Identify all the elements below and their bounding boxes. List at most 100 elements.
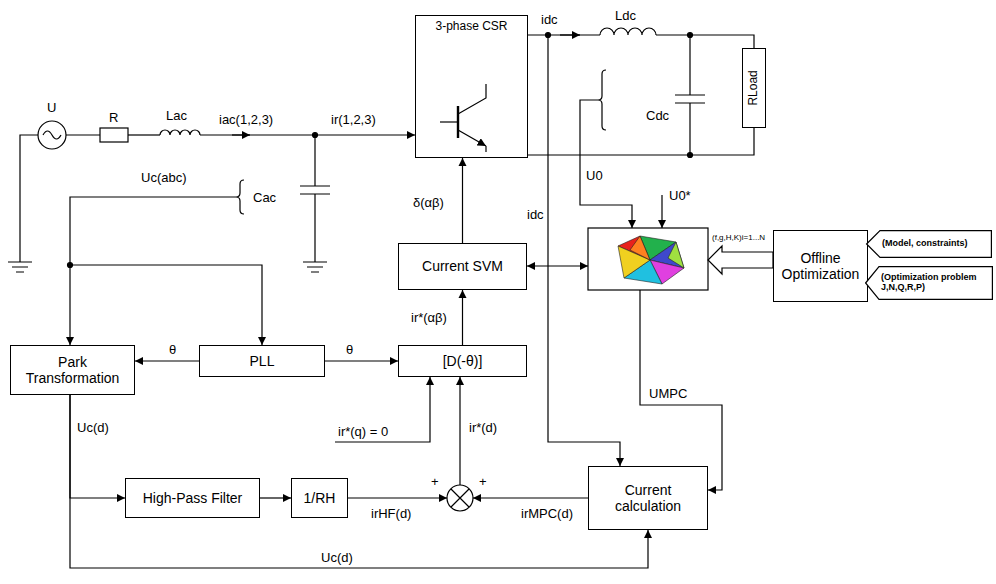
converter-block: 3-phase CSR bbox=[415, 15, 528, 158]
rotation-block: [D(-θ)] bbox=[398, 345, 527, 377]
mpc-polytope-block bbox=[668, 242, 684, 268]
transform-block: Park Transformation bbox=[10, 345, 135, 395]
control-wires bbox=[527, 265, 588, 266]
control-wires bbox=[640, 290, 722, 490]
dc-side bbox=[661, 195, 662, 228]
voltage-sense-wire bbox=[236, 180, 244, 214]
signal-label: idc bbox=[526, 207, 545, 222]
signal-connector bbox=[462, 290, 463, 345]
ac-source bbox=[20, 135, 38, 262]
transistor-symbol bbox=[458, 130, 486, 146]
input-arrow: (Model, constraints) bbox=[866, 230, 992, 258]
control-wires bbox=[451, 489, 469, 507]
control-wires bbox=[447, 485, 473, 511]
ac-line bbox=[232, 134, 250, 135]
signal-connector bbox=[70, 395, 125, 498]
signal-label: δ(αβ) bbox=[412, 195, 445, 210]
ac-line bbox=[100, 128, 128, 142]
voltage-sense-wire bbox=[68, 180, 263, 345]
signal-label: ir(1,2,3) bbox=[330, 112, 377, 127]
block-text: Offline Optimization bbox=[778, 250, 863, 282]
control-wires bbox=[348, 497, 447, 498]
ac-line bbox=[160, 130, 200, 135]
optimizer-block: Offline Optimization bbox=[773, 230, 868, 302]
modulator-block: Current SVM bbox=[398, 243, 527, 290]
ac-line bbox=[128, 134, 160, 135]
signal-label: irHF(d) bbox=[370, 506, 412, 521]
block-text: Park Transformation bbox=[15, 354, 130, 386]
input-arrow: (Optimization problem J,N,Q,R,P) bbox=[865, 266, 993, 300]
mpc-polytope-block bbox=[588, 228, 708, 290]
signal-label: θ bbox=[345, 342, 354, 357]
signal-label: iac(1,2,3) bbox=[218, 112, 274, 127]
mpc-polytope-block bbox=[630, 236, 650, 260]
block-text: (Model, constraints) bbox=[882, 239, 968, 249]
transistor-symbol bbox=[457, 106, 459, 138]
ac-source bbox=[8, 262, 32, 272]
filter-block: High-Pass Filter bbox=[125, 478, 260, 518]
load-resistor: RLoad bbox=[742, 48, 766, 128]
block-text: [D(-θ)] bbox=[443, 353, 483, 369]
block-text: 3-phase CSR bbox=[435, 20, 507, 34]
pll-block: PLL bbox=[199, 345, 325, 377]
signal-label: Lac bbox=[165, 108, 188, 123]
signal-connector bbox=[325, 360, 398, 361]
ac-line bbox=[66, 134, 100, 135]
signal-label: Cac bbox=[252, 190, 277, 205]
transistor-symbol bbox=[440, 121, 458, 122]
dc-side bbox=[580, 100, 632, 228]
signal-label: idc bbox=[540, 12, 559, 27]
control-wires bbox=[459, 377, 460, 485]
ac-line bbox=[303, 262, 327, 272]
signal-label: Cdc bbox=[645, 108, 670, 123]
ac-source bbox=[43, 131, 61, 139]
control-wires bbox=[335, 377, 430, 442]
transistor-symbol bbox=[440, 84, 486, 152]
signal-label: ir*(αβ) bbox=[410, 310, 448, 325]
block-text: PLL bbox=[250, 353, 275, 369]
signal-label: (f,g,H,K)i=1...N bbox=[711, 233, 766, 243]
dc-side bbox=[675, 35, 705, 155]
control-wires bbox=[708, 246, 773, 274]
calculation-block: Current calculation bbox=[588, 466, 708, 530]
block-text: (Optimization problem J,N,Q,R,P) bbox=[881, 273, 989, 293]
signal-label: θ bbox=[168, 342, 177, 357]
signal-label: R bbox=[108, 110, 119, 125]
block-text: 1/RH bbox=[304, 490, 336, 506]
signal-label: Ldc bbox=[614, 8, 637, 23]
block-text: Current SVM bbox=[422, 258, 503, 274]
ac-line bbox=[66, 128, 415, 272]
signal-label: + bbox=[478, 474, 488, 489]
block-text: RLoad bbox=[747, 70, 761, 105]
signal-label: U0 bbox=[585, 168, 604, 183]
dc-side bbox=[528, 34, 600, 35]
dc-side bbox=[528, 35, 754, 155]
signal-label: Uc(d) bbox=[76, 420, 110, 435]
signal-label: irMPC(d) bbox=[520, 506, 574, 521]
voltage-sense-wire bbox=[70, 265, 262, 345]
dc-side bbox=[688, 33, 693, 38]
ac-line bbox=[200, 134, 415, 135]
dc-side bbox=[528, 28, 754, 466]
ac-source bbox=[8, 121, 66, 272]
input-arrow-shape bbox=[866, 267, 993, 300]
dc-side bbox=[598, 70, 606, 130]
signal-connector bbox=[462, 158, 463, 243]
signal-connector bbox=[70, 395, 648, 568]
control-wires bbox=[473, 497, 588, 498]
dc-side bbox=[688, 153, 693, 158]
mpc-polytope-block bbox=[588, 228, 708, 290]
dc-side bbox=[560, 34, 580, 35]
signal-label: Uc(abc) bbox=[140, 170, 188, 185]
ac-source bbox=[38, 121, 66, 149]
voltage-sense-wire bbox=[68, 263, 73, 268]
transistor-symbol bbox=[458, 84, 486, 114]
block-text: Current calculation bbox=[593, 482, 703, 514]
mpc-polytope-block bbox=[618, 236, 684, 284]
signal-label: Uc(d) bbox=[320, 550, 354, 565]
input-arrow-shape bbox=[867, 231, 992, 258]
block-text: High-Pass Filter bbox=[143, 490, 243, 506]
ac-line bbox=[300, 135, 330, 262]
